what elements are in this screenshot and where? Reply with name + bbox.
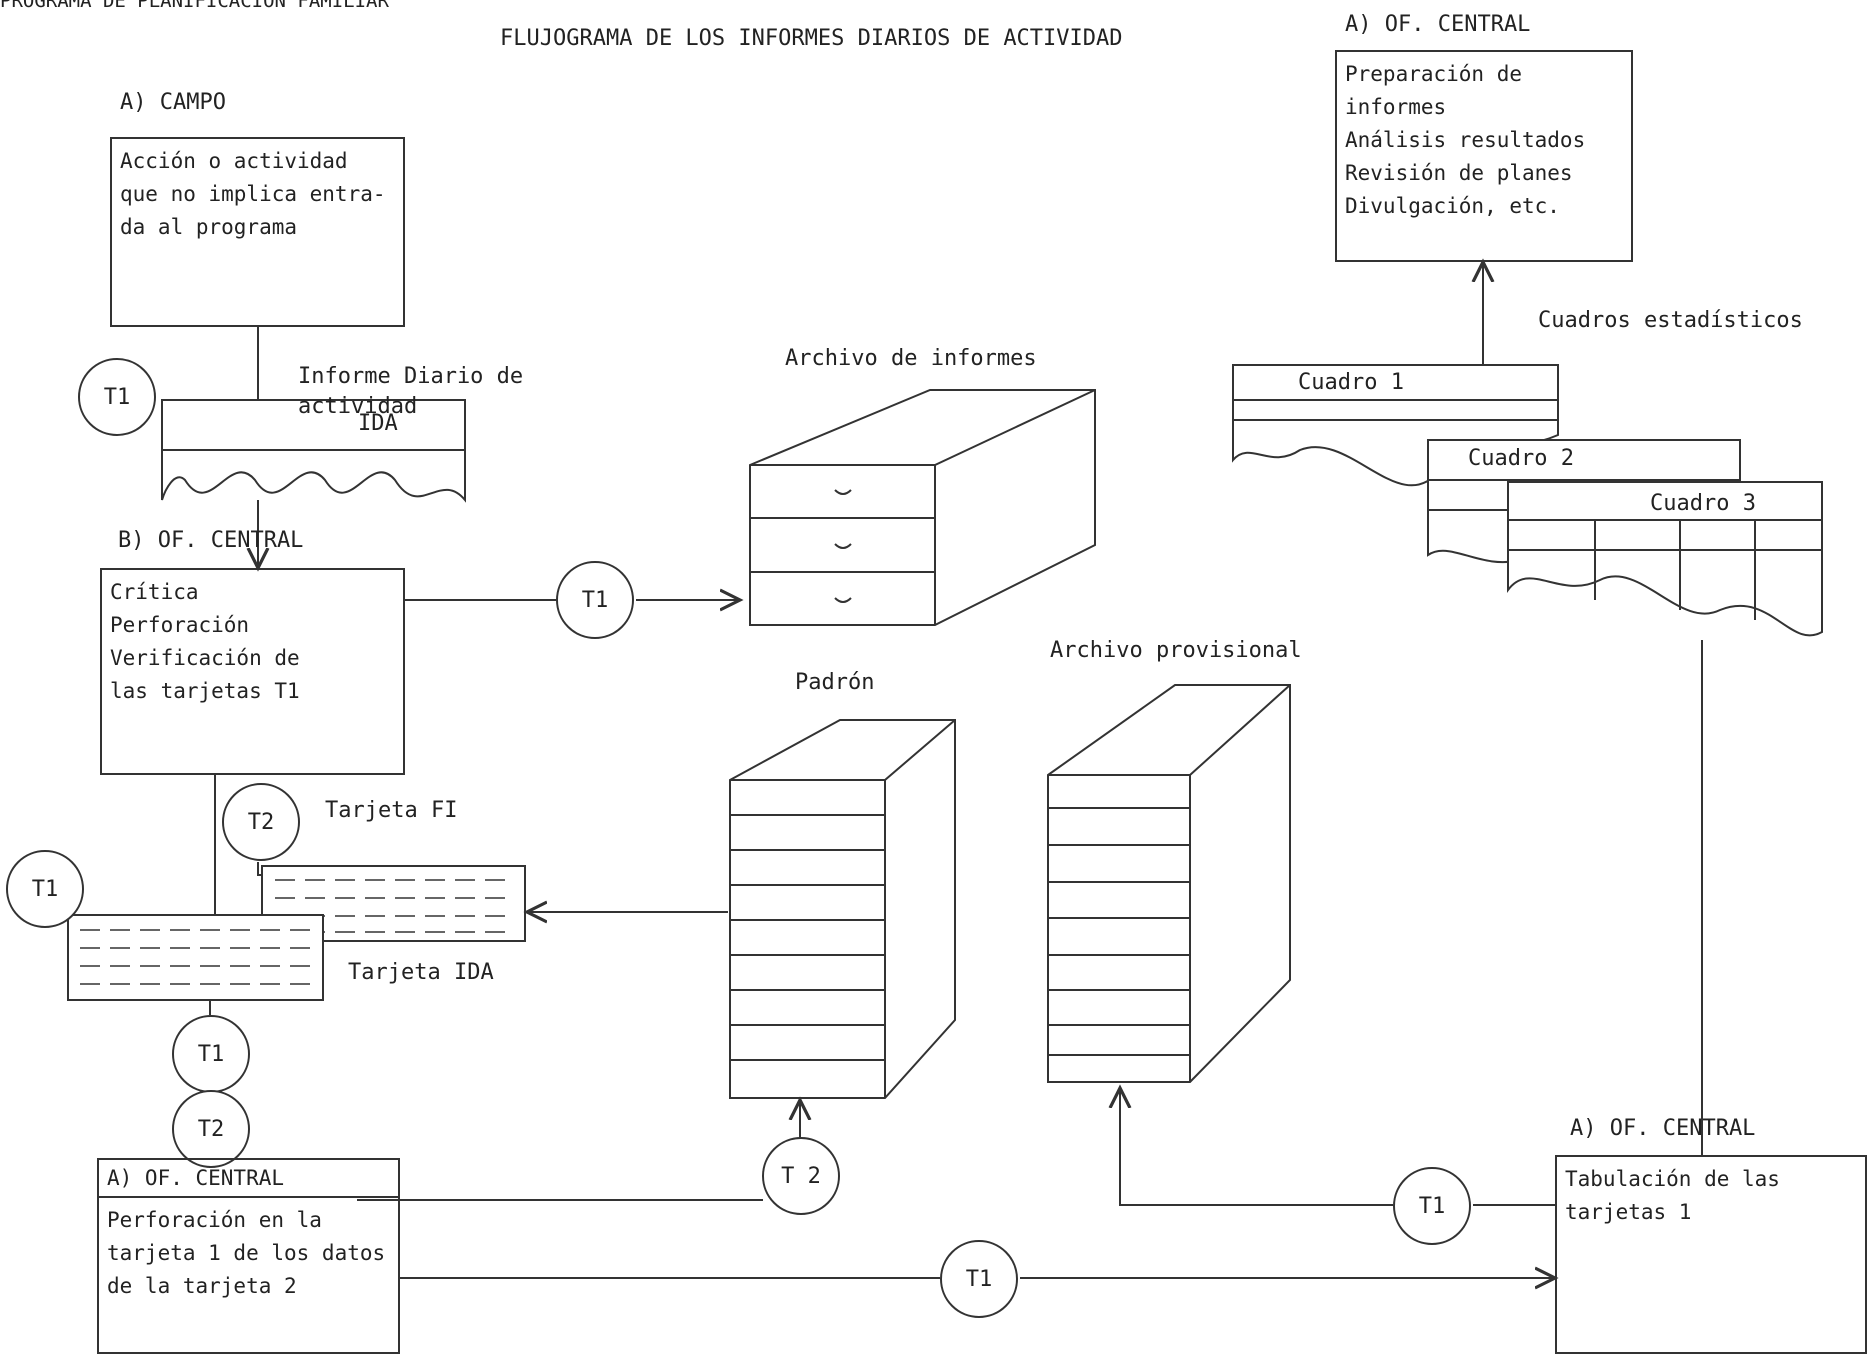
- tarjeta-ida-card: [68, 915, 323, 1000]
- page-title: FLUJOGRAMA DE LOS INFORMES DIARIOS DE AC…: [500, 28, 1123, 50]
- ida-label: IDA: [358, 413, 398, 435]
- connector-t2-padron: T 2: [762, 1137, 840, 1215]
- connector-t1-provisional: T1: [1393, 1167, 1471, 1245]
- archivo-informes-caption: Archivo de informes: [785, 348, 1037, 370]
- ida-caption: Informe Diario de actividad: [298, 362, 523, 422]
- connector-t2-fi: T2: [222, 783, 300, 861]
- tarjeta-fi-caption: Tarjeta FI: [325, 800, 457, 822]
- padron-caption: Padrón: [795, 672, 874, 694]
- cuadro-2-label: Cuadro 2: [1468, 448, 1574, 470]
- tarjeta-ida-caption: Tarjeta IDA: [348, 962, 494, 984]
- connector-t1-archivo: T1: [556, 561, 634, 639]
- archivo-provisional-cabinet: [1048, 685, 1290, 1082]
- tabulacion-box: Tabulación de las tarjetas 1: [1555, 1155, 1867, 1354]
- perforacion-box-text: Perforación en la tarjeta 1 de los datos…: [99, 1198, 398, 1309]
- archivo-provisional-caption: Archivo provisional: [1050, 640, 1302, 662]
- cuadro-3-label: Cuadro 3: [1650, 493, 1756, 515]
- perforacion-heading: A) OF. CENTRAL: [99, 1160, 398, 1198]
- informes-box-text: Preparación de informes Análisis resulta…: [1337, 52, 1631, 229]
- connector-t2-down: T2: [172, 1090, 250, 1168]
- campo-box: Acción o actividad que no implica entra-…: [110, 137, 405, 327]
- central-b-box: Crítica Perforación Verificación de las …: [100, 568, 405, 775]
- connector-t1-down: T1: [172, 1015, 250, 1093]
- cuadros-caption: Cuadros estadísticos: [1538, 310, 1803, 332]
- central-b-heading: B) OF. CENTRAL: [118, 530, 303, 552]
- archivo-informes-cabinet: [750, 390, 1095, 625]
- central-b-box-text: Crítica Perforación Verificación de las …: [102, 570, 403, 714]
- cuadro-1-label: Cuadro 1: [1298, 372, 1404, 394]
- informes-heading: A) OF. CENTRAL: [1345, 14, 1530, 36]
- connector-t1-tabulacion: T1: [940, 1240, 1018, 1318]
- tabulacion-heading: A) OF. CENTRAL: [1570, 1118, 1755, 1140]
- campo-box-text: Acción o actividad que no implica entra-…: [112, 139, 403, 250]
- perforacion-box: A) OF. CENTRAL Perforación en la tarjeta…: [97, 1158, 400, 1354]
- padron-cabinet: [730, 720, 955, 1098]
- program-title: PROGRAMA DE PLANIFICACION FAMILIAR: [0, 0, 389, 11]
- tabulacion-box-text: Tabulación de las tarjetas 1: [1557, 1157, 1865, 1235]
- campo-heading: A) CAMPO: [120, 92, 226, 114]
- connector-t1-campo: T1: [78, 358, 156, 436]
- connector-t1-ida: T1: [6, 850, 84, 928]
- informes-box: Preparación de informes Análisis resulta…: [1335, 50, 1633, 262]
